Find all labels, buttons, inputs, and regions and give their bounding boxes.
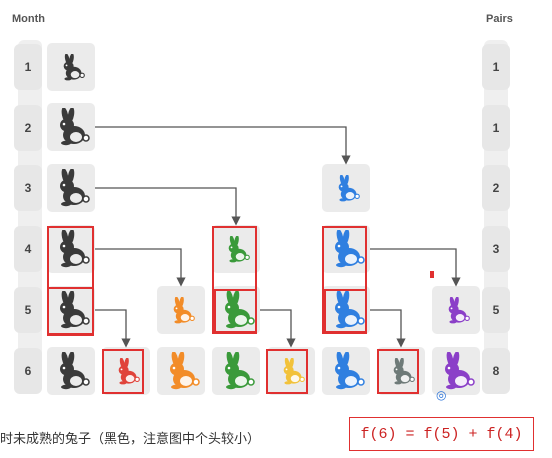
rabbit-tile-m5-black xyxy=(47,286,95,334)
rabbit-gray-icon xyxy=(393,357,415,384)
arrow-m4-to-orange xyxy=(95,248,186,287)
spiral-icon: ◎ xyxy=(436,388,447,402)
rabbit-black-icon xyxy=(60,352,90,390)
rabbit-tile-m6-blue xyxy=(322,347,370,395)
rabbit-blue-icon xyxy=(335,291,365,329)
rabbit-tile-m3-black xyxy=(47,164,95,212)
pairs-header: Pairs xyxy=(486,13,513,25)
rabbit-tile-m4-blue xyxy=(322,225,370,273)
rabbit-black-icon xyxy=(60,108,90,146)
rabbit-tile-m6-purple xyxy=(432,347,480,395)
month-label: 6 xyxy=(14,348,42,394)
rabbit-tile-m6-black xyxy=(47,347,95,395)
rabbit-tile-m6-orange xyxy=(157,347,205,395)
caption-text: 时未成熟的兔子（黑色，注意图中个头较小） xyxy=(0,431,261,446)
arrow-m3-to-green xyxy=(95,187,241,226)
pairs-count: 2 xyxy=(482,165,510,211)
rabbit-tile-m5-green xyxy=(212,286,260,334)
rabbit-purple-icon xyxy=(448,296,470,323)
rabbit-tile-m5-orange xyxy=(157,286,205,334)
pairs-count: 5 xyxy=(482,287,510,333)
pairs-count: 3 xyxy=(482,226,510,272)
month-label: 3 xyxy=(14,165,42,211)
arrow-green-to-yellow xyxy=(260,309,296,348)
rabbit-tile-m5-purple xyxy=(432,286,480,334)
month-label: 2 xyxy=(14,105,42,151)
rabbit-yellow-icon xyxy=(283,357,305,384)
rabbit-black-icon xyxy=(60,291,90,329)
rabbit-purple-icon xyxy=(445,352,475,390)
rabbit-tile-m5-blue xyxy=(322,286,370,334)
arrow-m2-to-blue xyxy=(95,126,351,165)
rabbit-green-icon xyxy=(225,352,255,390)
rabbit-tile-m4-black xyxy=(47,225,95,273)
rabbit-tile-m4-green xyxy=(212,225,260,273)
month-header: Month xyxy=(12,13,45,25)
month-label: 4 xyxy=(14,226,42,272)
red-mark xyxy=(430,271,434,278)
arrow-m5-to-red xyxy=(95,309,131,348)
rabbit-tile-m3-blue xyxy=(322,164,370,212)
rabbit-green-icon xyxy=(228,235,250,262)
rabbit-tile-m2-black xyxy=(47,103,95,151)
month-label: 1 xyxy=(14,44,42,90)
rabbit-black-icon xyxy=(60,230,90,268)
pairs-count: 1 xyxy=(482,105,510,151)
rabbit-orange-icon xyxy=(173,296,195,323)
pairs-count: 1 xyxy=(482,44,510,90)
rabbit-orange-icon xyxy=(170,352,200,390)
rabbit-tile-m1-black xyxy=(47,43,95,91)
rabbit-blue-icon xyxy=(338,174,360,201)
rabbit-red-icon xyxy=(118,357,140,384)
rabbit-blue-icon xyxy=(335,352,365,390)
rabbit-green-icon xyxy=(225,291,255,329)
arrow-blue-to-gray xyxy=(370,309,406,348)
rabbit-black-icon xyxy=(60,169,90,207)
fibonacci-formula: f(6) = f(5) + f(4) xyxy=(349,417,534,451)
pairs-count: 8 xyxy=(482,348,510,394)
rabbit-tile-m6-green xyxy=(212,347,260,395)
rabbit-blue-icon xyxy=(335,230,365,268)
month-label: 5 xyxy=(14,287,42,333)
rabbit-black-icon xyxy=(63,53,85,80)
arrow-blue-to-purple xyxy=(370,248,461,287)
